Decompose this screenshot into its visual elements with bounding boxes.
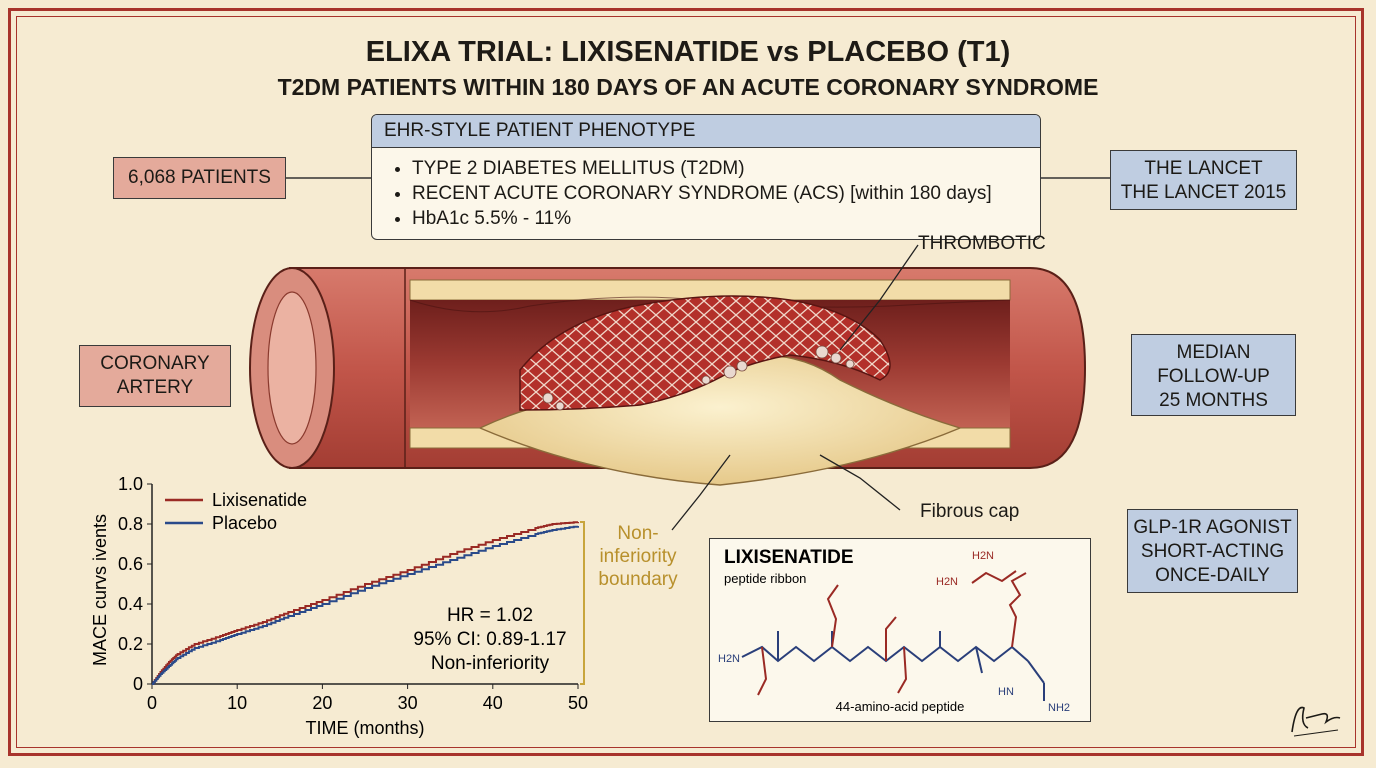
coronary-artery-line: ARTERY xyxy=(116,377,194,398)
x-tick-label: 0 xyxy=(147,693,157,713)
publication-box: THE LANCET THE LANCET 2015 xyxy=(1110,150,1297,210)
publication-line: THE LANCET 2015 xyxy=(1120,182,1287,203)
y-tick-label: 0.6 xyxy=(118,554,143,574)
coronary-artery-box: CORONARY ARTERY xyxy=(79,345,231,407)
follow-up-line: MEDIAN xyxy=(1176,342,1251,363)
patients-count-box: 6,068 PATIENTS xyxy=(113,157,286,199)
signature-logo xyxy=(1291,706,1341,737)
publication-line: THE LANCET xyxy=(1144,158,1263,179)
outer-frame xyxy=(8,8,1364,756)
follow-up-box: MEDIAN FOLLOW-UP 25 MONTHS xyxy=(1131,334,1296,416)
y-tick-label: 0.8 xyxy=(118,514,143,534)
molecule-subtitle: peptide ribbon xyxy=(724,571,806,586)
plaque-and-thrombus xyxy=(478,295,963,486)
drug-class-line: ONCE-DAILY xyxy=(1155,565,1270,586)
atom-label: NH2 xyxy=(1048,702,1070,714)
legend-label-placebo: Placebo xyxy=(212,513,277,533)
x-tick-label: 10 xyxy=(227,693,247,713)
boundary-label-line: boundary xyxy=(598,569,678,590)
atom-label: H2N xyxy=(972,550,994,562)
boundary-label-line: Non- xyxy=(617,523,658,544)
molecule-caption: 44-amino-acid peptide xyxy=(836,699,965,714)
drug-class-line: GLP-1R AGONIST xyxy=(1133,517,1292,538)
boundary-label-line: inferiority xyxy=(599,546,677,567)
atom-label: HN xyxy=(998,686,1014,698)
follow-up-line: 25 MONTHS xyxy=(1159,390,1268,411)
phenotype-header: EHR-STYLE PATIENT PHENOTYPE xyxy=(372,115,1040,148)
phenotype-list: TYPE 2 DIABETES MELLITUS (T2DM) RECENT A… xyxy=(372,156,1040,231)
callout-lines xyxy=(671,244,919,531)
x-tick-label: 20 xyxy=(312,693,332,713)
thrombotic-label: THROMBOTIC xyxy=(918,233,1046,254)
molecule-diagram: LIXISENATIDE peptide ribbon H2N HN NH2 H… xyxy=(718,547,1070,714)
fibrous-cap-label: Fibrous cap xyxy=(920,501,1020,522)
x-axis-label: TIME (months) xyxy=(305,718,424,738)
patients-count-label: 6,068 PATIENTS xyxy=(128,167,271,188)
x-tick-label: 40 xyxy=(483,693,503,713)
atom-label: H2N xyxy=(718,653,740,665)
follow-up-line: FOLLOW-UP xyxy=(1157,366,1270,387)
atom-label: H2N xyxy=(936,576,958,588)
drug-class-box: GLP-1R AGONIST SHORT-ACTING ONCE-DAILY xyxy=(1127,509,1298,593)
legend: Lixisenatide Placebo xyxy=(165,490,307,533)
y-tick-label: 0.4 xyxy=(118,594,143,614)
y-tick-label: 0 xyxy=(133,674,143,694)
drug-class-line: SHORT-ACTING xyxy=(1140,541,1285,562)
result-annotation: Non-inferiority xyxy=(431,653,550,674)
phenotype-item: TYPE 2 DIABETES MELLITUS (T2DM) xyxy=(412,156,1040,181)
page-title: ELIXA TRIAL: LIXISENATIDE vs PLACEBO (T1… xyxy=(365,36,1011,68)
legend-label-lixisenatide: Lixisenatide xyxy=(212,490,307,510)
series-line-lixisenatide xyxy=(152,521,579,685)
y-tick-label: 0.2 xyxy=(118,634,143,654)
ci-annotation: 95% CI: 0.89-1.17 xyxy=(413,629,566,650)
molecule-name: LIXISENATIDE xyxy=(724,547,854,568)
series-line-placebo xyxy=(152,525,579,685)
x-tick-label: 30 xyxy=(398,693,418,713)
phenotype-item: HbA1c 5.5% - 11% xyxy=(412,206,1040,231)
inner-frame xyxy=(16,16,1356,748)
coronary-artery-line: CORONARY xyxy=(100,353,210,374)
side-chains xyxy=(757,570,1027,696)
x-tick-label: 50 xyxy=(568,693,588,713)
phenotype-item: RECENT ACUTE CORONARY SYNDROME (ACS) [wi… xyxy=(412,181,1040,206)
y-axis-label: MACE curvs ivents xyxy=(90,514,110,666)
phenotype-panel: EHR-STYLE PATIENT PHENOTYPE TYPE 2 DIABE… xyxy=(371,114,1041,240)
hr-annotation: HR = 1.02 xyxy=(447,605,533,626)
y-tick-label: 1.0 xyxy=(118,474,143,494)
molecule-panel: LIXISENATIDE peptide ribbon H2N HN NH2 H… xyxy=(709,538,1091,722)
noninferiority-bracket xyxy=(580,521,585,685)
page-subtitle: T2DM PATIENTS WITHIN 180 DAYS OF AN ACUT… xyxy=(277,74,1099,100)
